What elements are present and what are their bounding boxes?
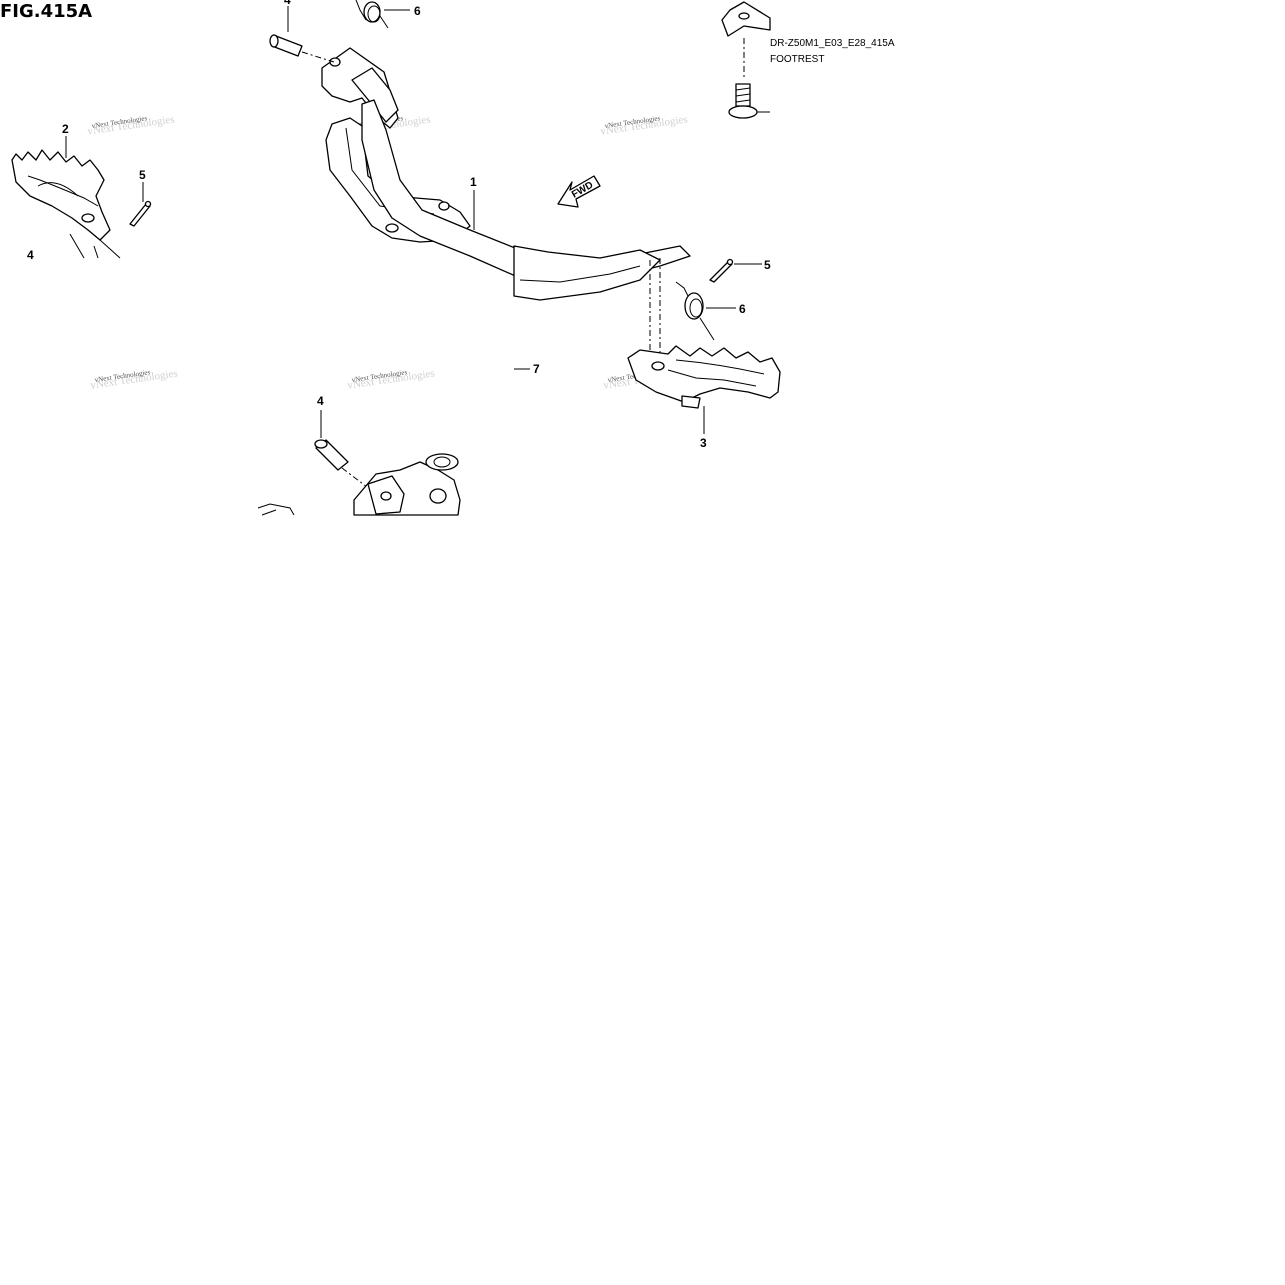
upper-right-footpeg-fragment xyxy=(721,1,771,80)
watermark-5: vNext Technologies vNext Technologies xyxy=(347,367,436,391)
spring-leg xyxy=(355,0,367,21)
figure-title: FIG.415A xyxy=(0,1,92,22)
cotter-body xyxy=(709,261,733,283)
cotter-eye xyxy=(726,258,734,266)
spring-right xyxy=(675,281,715,341)
bolt-thread xyxy=(735,87,751,103)
bracket-right-mount xyxy=(513,245,661,301)
clevis-pin-top xyxy=(269,34,335,63)
diagram-code: DR-Z50M1_E03_E28_415A xyxy=(770,38,895,49)
spring-tail xyxy=(379,15,389,29)
left-footpeg-part-2 xyxy=(11,149,121,259)
callout-3: 3 xyxy=(700,436,707,450)
fwd-arrow-shape xyxy=(557,175,601,208)
watermark-4: vNext Technologies vNext Technologies xyxy=(90,367,179,391)
mount-hole xyxy=(429,488,447,504)
section-name: FOOTREST xyxy=(770,54,824,65)
footpeg-leg xyxy=(99,239,121,259)
footpeg-hole xyxy=(651,361,665,371)
callout-5-right: 5 xyxy=(764,258,771,272)
callout-2: 2 xyxy=(62,122,69,136)
footpeg-rib xyxy=(675,359,765,375)
callout-6-top: 6 xyxy=(414,4,421,18)
spring-coil-inner xyxy=(689,298,703,318)
cotter-body xyxy=(129,203,151,227)
footpeg-leg xyxy=(69,233,85,259)
right-footpeg-part-3 xyxy=(627,258,781,409)
footpeg-rib xyxy=(667,369,757,387)
footpeg-hole xyxy=(81,213,95,223)
cotter-eye xyxy=(144,200,152,208)
bolt xyxy=(728,83,770,119)
callout-1: 1 xyxy=(470,175,477,189)
spring-tail xyxy=(699,317,715,341)
pin-axis-line xyxy=(301,51,335,63)
footpeg-stop xyxy=(681,395,701,409)
gusset-hole xyxy=(438,201,450,211)
pin-head xyxy=(314,439,328,449)
callout-4-bottom: 4 xyxy=(317,394,324,408)
spring-coil-inner xyxy=(367,5,381,23)
footpeg-body xyxy=(11,149,111,241)
forward-direction-arrow: FWD xyxy=(557,175,601,208)
spring-coil xyxy=(363,1,381,23)
footrest-bracket-part-1 xyxy=(321,47,691,301)
fwd-label: FWD xyxy=(570,180,595,201)
callout-7: 7 xyxy=(533,362,540,376)
footpeg-leg xyxy=(93,245,99,259)
clamp-hole xyxy=(329,57,341,67)
callout-6-right: 6 xyxy=(739,302,746,316)
spring-top xyxy=(355,0,389,29)
mount-boss xyxy=(425,453,459,471)
footpeg-slot xyxy=(37,182,79,197)
footpeg-body xyxy=(627,345,781,403)
footpeg-rib xyxy=(27,175,99,207)
lower-left-fragment xyxy=(257,503,295,516)
gusset-hole xyxy=(385,223,399,233)
bracket-cross-tube xyxy=(361,99,691,283)
callout-5-left: 5 xyxy=(139,168,146,182)
spring-leg xyxy=(675,281,689,297)
clevis-hole xyxy=(380,491,392,501)
bolt-head xyxy=(728,105,758,119)
callout-4-left: 4 xyxy=(27,248,34,262)
lower-footpeg-mount xyxy=(257,453,461,516)
watermark-3: vNext Technologies vNext Technologies xyxy=(600,113,689,137)
mount-boss-hole xyxy=(433,456,451,468)
watermark-1: vNext Technologies vNext Technologies xyxy=(87,113,176,137)
mount-edge xyxy=(519,265,641,283)
leader-lines xyxy=(65,6,762,438)
callout-4-top: 4 xyxy=(284,0,291,7)
pin-head xyxy=(269,34,279,48)
cotter-pin-left xyxy=(129,200,152,227)
callout-numbers: 4 6 2 5 1 4 5 6 7 3 4 xyxy=(27,0,771,450)
fragment-hole xyxy=(738,12,750,20)
cotter-pin-right xyxy=(709,258,734,283)
